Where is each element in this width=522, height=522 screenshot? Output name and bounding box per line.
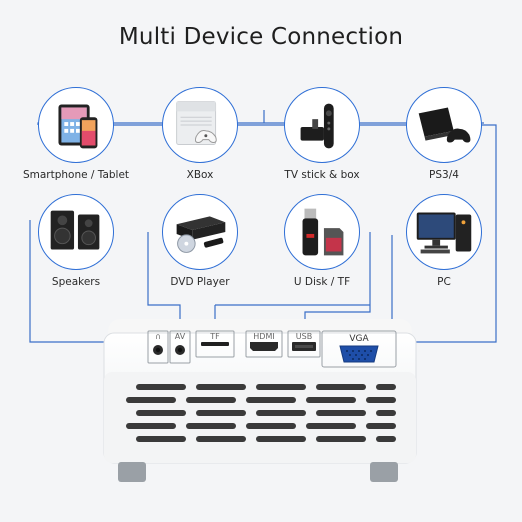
ps4-node [406,87,482,163]
port-label-vga: VGA [349,334,369,344]
port-label-tf: TF [209,332,220,341]
phone-tablet-icon [58,104,98,149]
port-label-headphone: ∩ [155,332,161,341]
device-label: PC [437,276,451,288]
ps4-icon [418,107,471,143]
smartphone-tablet-node [38,87,114,163]
dvd-player-icon [176,216,226,253]
port-label-av: AV [175,332,186,341]
device-label: Speakers [51,276,101,288]
pc-icon [416,212,472,254]
speakers-node [38,194,114,270]
pc-node [406,194,482,270]
xbox-icon [176,101,217,145]
port-label-hdmi: HDMI [253,332,274,341]
tv-stick-node [284,87,360,163]
page-title: Multi Device Connection [118,24,404,50]
port-label-usb: USB [296,332,312,341]
device-label: TV stick & box [284,169,360,181]
device-label: PS3/4 [429,169,459,181]
speakers-icon [50,210,100,250]
device-label: Smartphone / Tablet [22,169,130,181]
usb-sd-icon [302,208,344,256]
device-label: XBox [186,169,214,181]
dvd-player-node [162,194,238,270]
device-label: U Disk / TF [293,276,351,288]
tv-stick-icon [300,103,334,149]
xbox-node [162,87,238,163]
usb-disk-node [284,194,360,270]
vent-grille [126,384,396,442]
device-label: DVD Player [170,276,230,288]
